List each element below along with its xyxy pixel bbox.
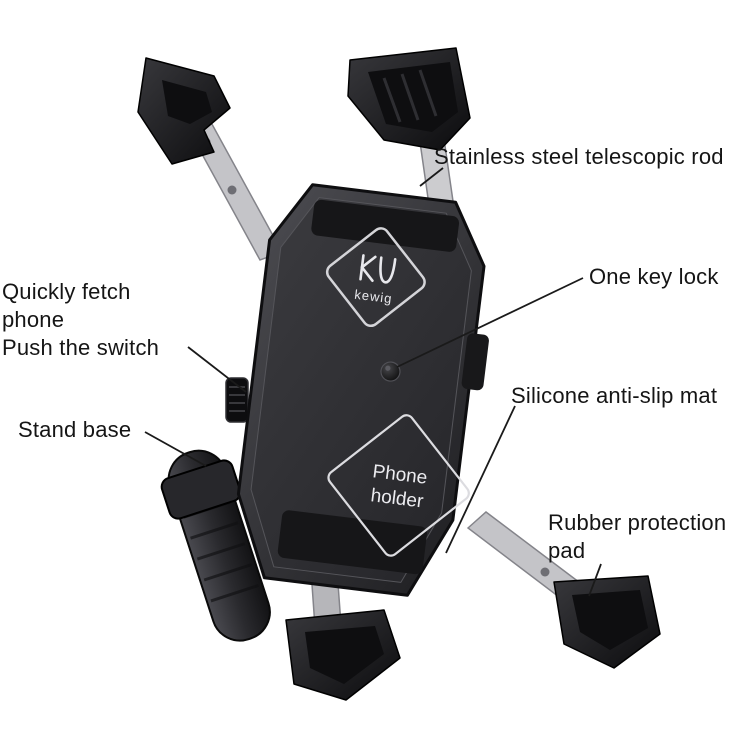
leader-line-telescopic-rod: [419, 167, 444, 187]
brand-text: kewig: [354, 287, 394, 307]
clamp-band: [160, 459, 242, 520]
label-rubber-pad: Rubber protection pad: [548, 510, 727, 563]
label-anti-slip-mat: Silicone anti-slip mat: [511, 383, 718, 408]
rubber-pad-bottom-left-inner: [305, 626, 384, 684]
label-quick-fetch: Quickly fetch phone Push the switch: [2, 279, 160, 360]
stand-base-clamp: [160, 449, 271, 642]
side-hinge: [461, 333, 489, 391]
leader-line-rubber-pad: [588, 563, 602, 597]
leader-line-quick-fetch: [187, 346, 247, 393]
one-key-lock-button: [380, 361, 401, 382]
rod-screw: [227, 185, 237, 195]
label-one-key-lock: One key lock: [589, 264, 719, 289]
label-stand-base: Stand base: [18, 417, 132, 442]
rubber-pad-bottom-right-inner: [572, 590, 648, 650]
label-telescopic-rod: Stainless steel telescopic rod: [434, 144, 724, 169]
rubber-pad-grooves: [382, 69, 438, 123]
leader-lines: [144, 167, 602, 597]
rod-screw: [540, 567, 550, 577]
leader-line-stand-base: [144, 431, 207, 467]
leader-line-one-key-lock: [396, 277, 584, 368]
phone-holder-body: kewig Phone holder: [236, 183, 489, 597]
leader-line-anti-slip-mat: [445, 405, 516, 554]
brand-logo: kewig: [325, 227, 426, 328]
anti-slip-strip-bottom: [277, 510, 427, 575]
rubber-pads: [137, 47, 661, 701]
rubber-pad-top-left-inner: [162, 80, 212, 124]
brand-mark: [359, 254, 397, 284]
anti-slip-strip-top: [311, 199, 460, 252]
